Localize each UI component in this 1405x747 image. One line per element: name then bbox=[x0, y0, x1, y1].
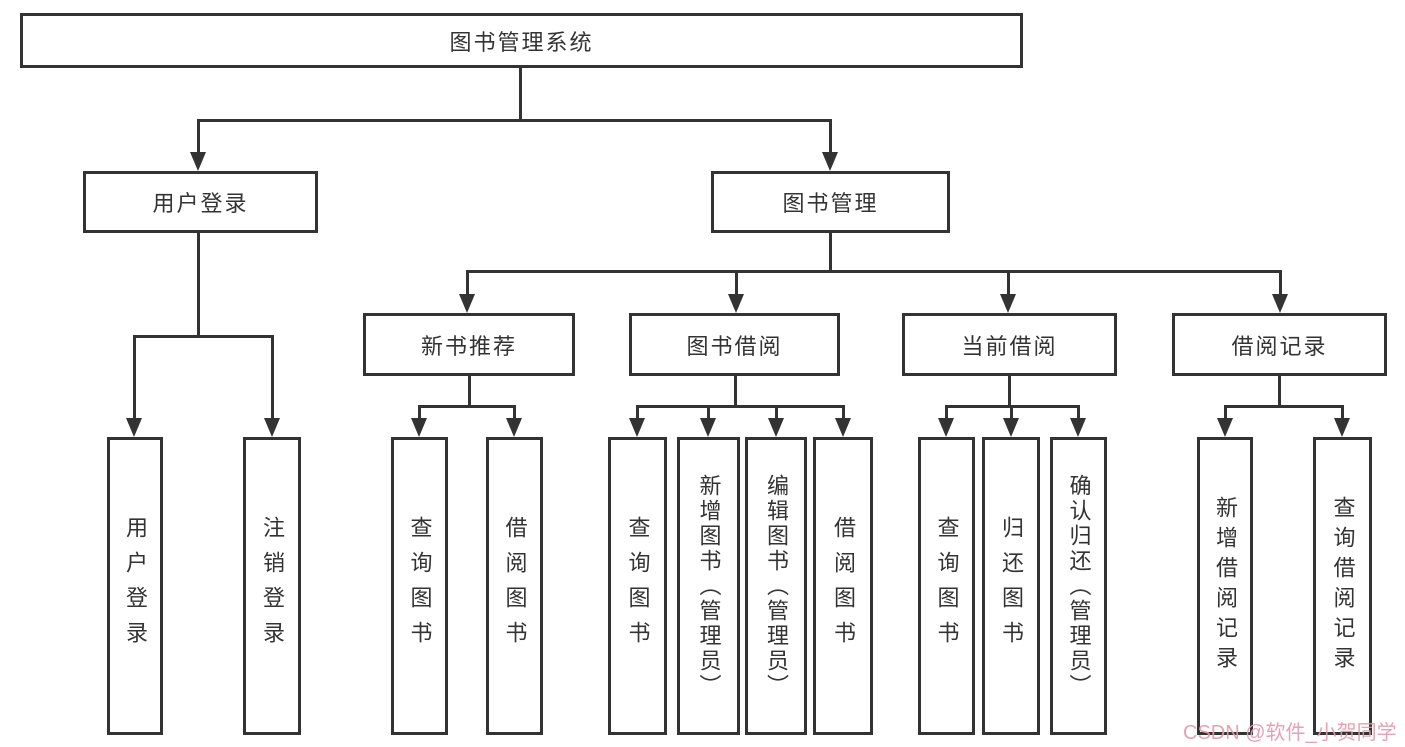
node-root: 图书管理系统 bbox=[20, 13, 1023, 68]
connector-line-h bbox=[466, 270, 1282, 273]
leaf-borrow-books: 借阅图书 bbox=[813, 437, 873, 735]
arrow-down-icon bbox=[1217, 418, 1233, 437]
node-current-borrow: 当前借阅 bbox=[902, 313, 1117, 376]
leaf-user-login-label: 用户登录 bbox=[123, 516, 148, 656]
arrow-down-icon bbox=[1334, 418, 1350, 437]
leaf-logout: 注销登录 bbox=[243, 437, 301, 735]
connector-line-v bbox=[829, 233, 832, 273]
leaf-add-books-admin-label: 新增图书（管理员） bbox=[696, 473, 722, 699]
arrow-down-icon bbox=[1000, 294, 1016, 313]
leaf-confirm-return-admin: 确认归还（管理员） bbox=[1050, 437, 1107, 735]
leaf-borrow-query-books: 查询图书 bbox=[608, 437, 667, 735]
leaf-borrow-query-books-label: 查询图书 bbox=[625, 516, 651, 656]
node-current-borrow-label: 当前借阅 bbox=[961, 333, 1058, 359]
connector-line-v bbox=[775, 405, 778, 419]
connector-line-v bbox=[1077, 405, 1080, 419]
leaf-add-books-admin: 新增图书（管理员） bbox=[677, 437, 740, 735]
arrow-down-icon bbox=[126, 418, 142, 437]
connector-line-h bbox=[133, 335, 274, 338]
connector-line-h bbox=[418, 405, 516, 408]
arrow-down-icon bbox=[629, 418, 645, 437]
leaf-add-borrow-record: 新增借阅记录 bbox=[1197, 437, 1253, 735]
arrow-down-icon bbox=[768, 418, 784, 437]
leaf-edit-books-admin-label: 编辑图书（管理员） bbox=[764, 473, 789, 699]
connector-line-v bbox=[1224, 405, 1227, 419]
node-user-login-label: 用户登录 bbox=[152, 191, 249, 216]
connector-line-v bbox=[197, 119, 200, 153]
leaf-logout-label: 注销登录 bbox=[260, 516, 285, 656]
leaf-recommend-borrow-books: 借阅图书 bbox=[486, 437, 543, 735]
leaf-recommend-query-books-label: 查询图书 bbox=[407, 516, 433, 656]
connector-line-v bbox=[466, 270, 469, 295]
node-book-borrow: 图书借阅 bbox=[629, 313, 840, 376]
connector-line-v bbox=[829, 119, 832, 153]
node-borrow-records: 借阅记录 bbox=[1172, 313, 1387, 376]
leaf-add-borrow-record-label: 新增借阅记录 bbox=[1213, 496, 1238, 676]
arrow-down-icon bbox=[1070, 418, 1086, 437]
connector-line-v bbox=[1279, 270, 1282, 295]
arrow-down-icon bbox=[1003, 418, 1019, 437]
arrow-down-icon bbox=[938, 418, 954, 437]
leaf-current-query-books: 查询图书 bbox=[918, 437, 975, 735]
connector-line-v bbox=[842, 405, 845, 419]
connector-line-h bbox=[636, 405, 844, 408]
leaf-query-borrow-record: 查询借阅记录 bbox=[1313, 437, 1372, 735]
connector-line-v bbox=[1010, 405, 1013, 419]
node-book-management: 图书管理 bbox=[711, 171, 950, 233]
node-root-label: 图书管理系统 bbox=[449, 29, 594, 55]
connector-line-h bbox=[197, 119, 832, 122]
node-borrow-records-label: 借阅记录 bbox=[1231, 333, 1328, 359]
leaf-edit-books-admin: 编辑图书（管理员） bbox=[745, 437, 807, 735]
leaf-recommend-borrow-books-label: 借阅图书 bbox=[502, 516, 528, 656]
connector-line-v bbox=[734, 376, 737, 407]
node-book-management-label: 图书管理 bbox=[782, 191, 879, 216]
csdn-watermark: CSDN @软件_小贺同学 bbox=[1183, 722, 1397, 744]
leaf-return-books: 归还图书 bbox=[982, 437, 1040, 735]
arrow-down-icon bbox=[1272, 294, 1288, 313]
arrow-down-icon bbox=[700, 418, 716, 437]
leaf-return-books-label: 归还图书 bbox=[999, 516, 1024, 656]
leaf-current-query-books-label: 查询图书 bbox=[934, 516, 960, 656]
leaf-query-borrow-record-label: 查询借阅记录 bbox=[1330, 496, 1356, 676]
node-user-login: 用户登录 bbox=[83, 171, 318, 233]
connector-line-v bbox=[1008, 376, 1011, 407]
leaf-user-login: 用户登录 bbox=[107, 437, 163, 735]
connector-line-v bbox=[1007, 270, 1010, 295]
connector-line-v bbox=[418, 405, 421, 419]
arrow-down-icon bbox=[264, 418, 280, 437]
arrow-down-icon bbox=[506, 418, 522, 437]
connector-line-v bbox=[1341, 405, 1344, 419]
arrow-down-icon bbox=[822, 152, 838, 171]
node-new-book-recommend: 新书推荐 bbox=[363, 313, 575, 376]
connector-line-v bbox=[271, 335, 274, 419]
arrow-down-icon bbox=[728, 294, 744, 313]
connector-line-v bbox=[519, 68, 522, 119]
connector-line-h bbox=[1224, 405, 1343, 408]
connector-line-v bbox=[468, 376, 471, 407]
connector-line-v bbox=[513, 405, 516, 419]
connector-line-v bbox=[707, 405, 710, 419]
connector-line-v bbox=[735, 270, 738, 295]
connector-line-v bbox=[945, 405, 948, 419]
arrow-down-icon bbox=[190, 152, 206, 171]
connector-line-v bbox=[197, 233, 200, 336]
arrow-down-icon bbox=[459, 294, 475, 313]
connector-line-v bbox=[133, 335, 136, 419]
arrow-down-icon bbox=[411, 418, 427, 437]
leaf-confirm-return-admin-label: 确认归还（管理员） bbox=[1066, 473, 1092, 699]
node-book-borrow-label: 图书借阅 bbox=[686, 333, 783, 359]
node-new-book-recommend-label: 新书推荐 bbox=[420, 333, 517, 359]
leaf-borrow-books-label: 借阅图书 bbox=[831, 516, 856, 656]
connector-line-v bbox=[636, 405, 639, 419]
leaf-recommend-query-books: 查询图书 bbox=[391, 437, 448, 735]
arrow-down-icon bbox=[835, 418, 851, 437]
connector-line-v bbox=[1278, 376, 1281, 407]
